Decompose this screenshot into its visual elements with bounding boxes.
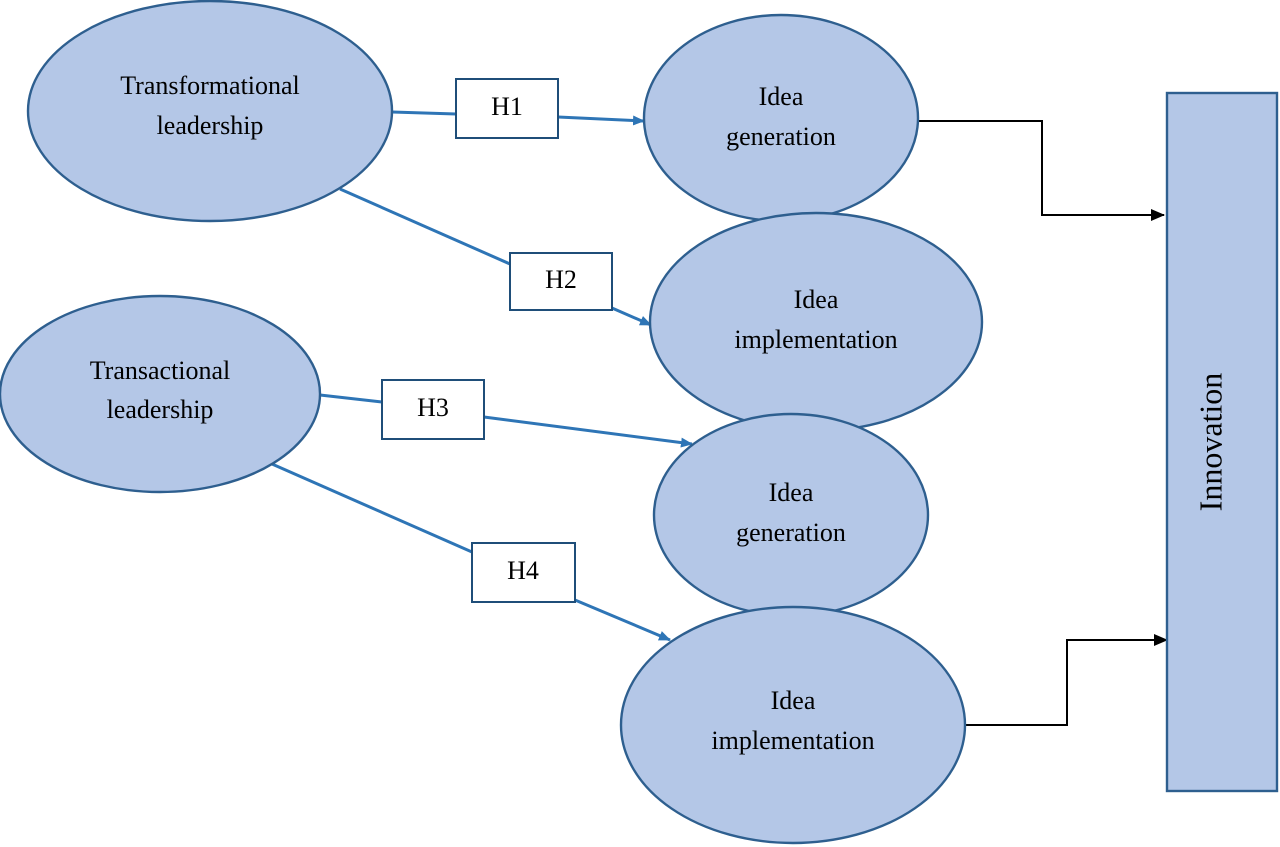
- node-idea-generation-1-line1: Idea: [759, 82, 804, 111]
- node-idea-implementation-1-line2: implementation: [734, 325, 897, 354]
- node-idea-generation-1-line2: generation: [726, 122, 836, 151]
- hypothesis-h2: H2: [509, 252, 613, 311]
- hypothesis-h4-label: H4: [507, 556, 539, 585]
- node-transactional-line2: leadership: [107, 395, 214, 424]
- hypothesis-h1: H1: [455, 78, 559, 139]
- path-h1-left: [391, 110, 457, 116]
- hypothesis-h3: H3: [381, 379, 485, 440]
- node-transformational-leadership: Transformational leadership: [26, 0, 394, 223]
- node-idea-generation-2-line1: Idea: [769, 478, 814, 507]
- node-idea-generation-2-line2: generation: [736, 518, 846, 547]
- path-h1-right: [557, 115, 645, 126]
- node-idea-generation-1: Idea generation: [642, 13, 920, 223]
- node-idea-implementation-1: Idea implementation: [648, 211, 984, 433]
- path-h4-left: [271, 462, 473, 554]
- node-idea-implementation-2: Idea implementation: [619, 605, 967, 845]
- node-transactional-line1: Transactional: [90, 356, 231, 385]
- node-innovation: Innovation: [1165, 91, 1279, 793]
- connector-generation-to-innovation: [917, 120, 1165, 221]
- hypothesis-h4: H4: [471, 542, 576, 603]
- hypothesis-h3-label: H3: [417, 393, 449, 422]
- path-h3-left: [319, 393, 383, 404]
- hypothesis-h1-label: H1: [491, 92, 523, 121]
- node-idea-generation-2: Idea generation: [652, 412, 930, 618]
- path-h2-right: [611, 306, 652, 327]
- path-h4-right: [574, 598, 671, 642]
- node-innovation-label: Innovation: [1192, 373, 1228, 512]
- node-transformational-line2: leadership: [157, 111, 264, 140]
- node-transformational-line1: Transformational: [120, 71, 300, 100]
- path-h2-left: [339, 187, 511, 266]
- connector-implementation-to-innovation: [965, 634, 1168, 726]
- node-transactional-leadership: Transactional leadership: [0, 294, 322, 494]
- hypothesis-h2-label: H2: [545, 265, 577, 294]
- node-idea-implementation-1-line1: Idea: [794, 285, 839, 314]
- node-idea-implementation-2-line1: Idea: [771, 686, 816, 715]
- path-h3-right: [483, 415, 693, 448]
- node-idea-implementation-2-line2: implementation: [711, 726, 874, 755]
